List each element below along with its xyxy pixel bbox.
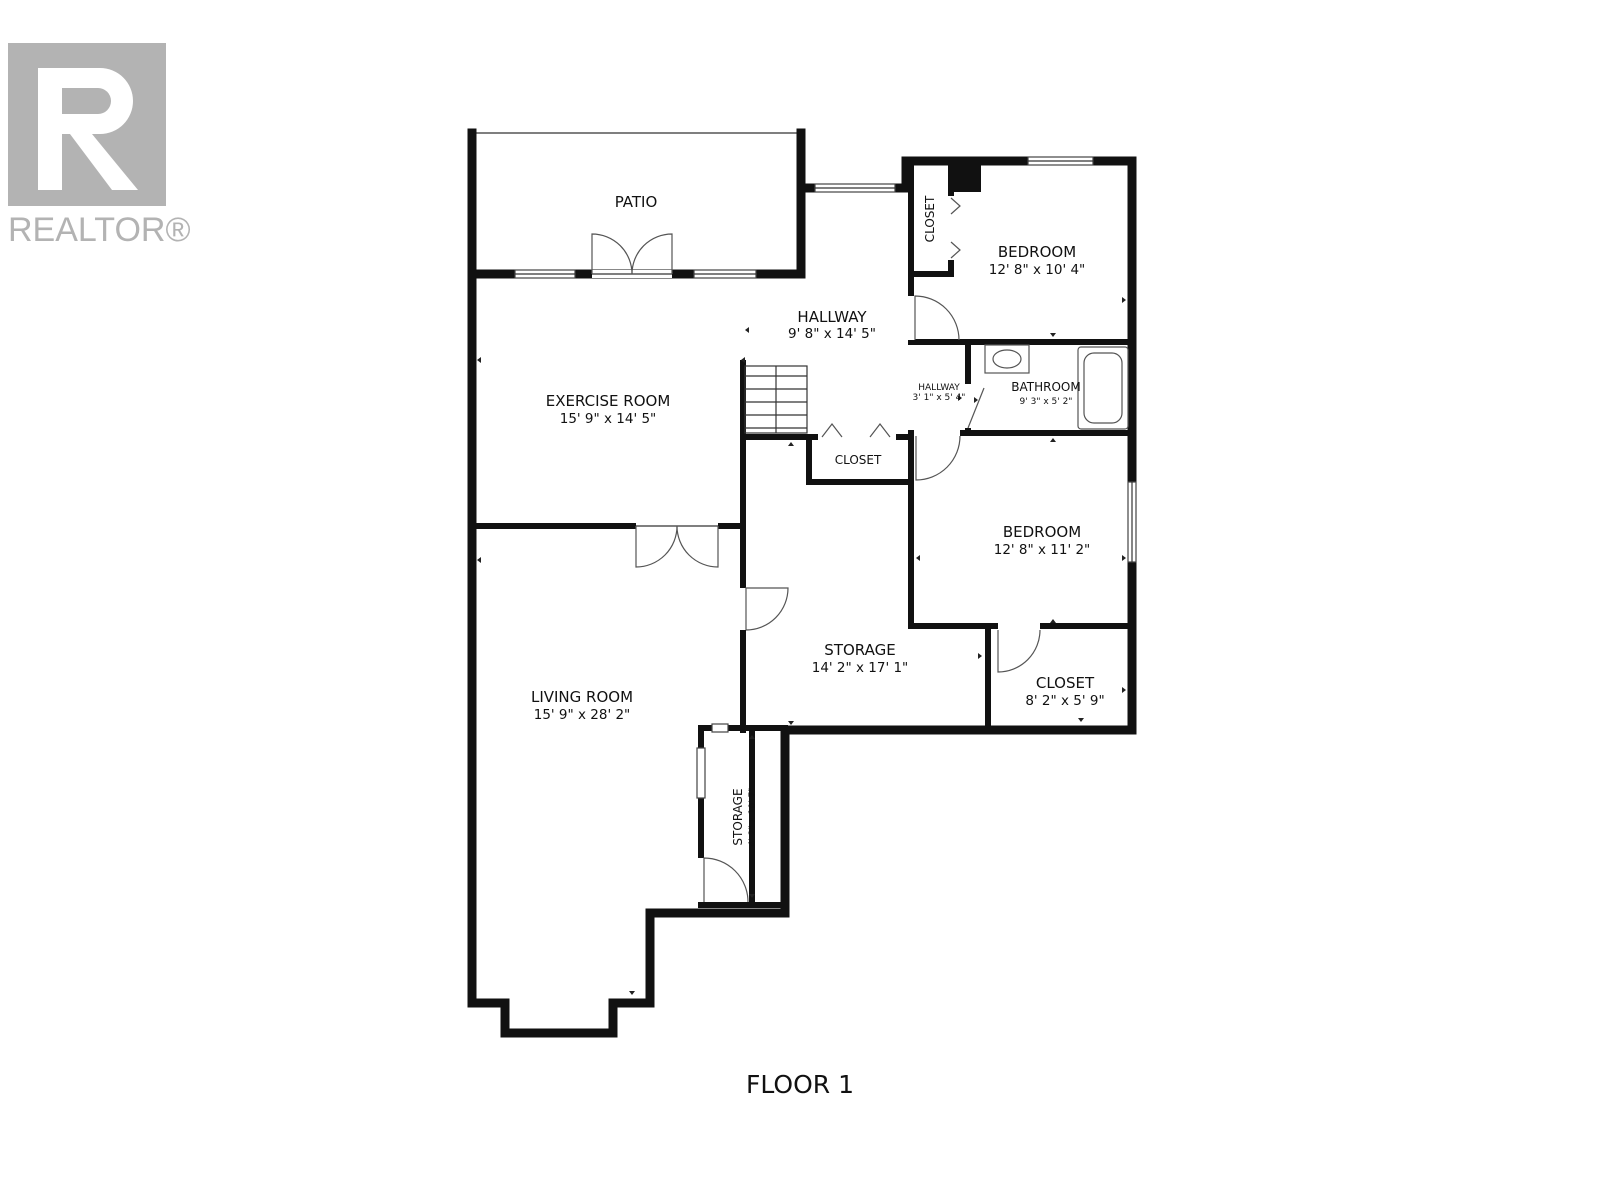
- closet-mid-label: CLOSET: [835, 453, 882, 467]
- storage-main-dims: 14' 2" x 17' 1": [812, 660, 909, 676]
- bedroom-mid-label: BEDROOM: [1003, 523, 1081, 541]
- sink-icon: [992, 349, 1022, 369]
- storage-main-label: STORAGE: [824, 641, 895, 659]
- bedroom-mid-dims: 12' 8" x 11' 2": [994, 542, 1091, 558]
- room-labels: PATIO HALLWAY 9' 8" x 14' 5" HALLWAY 3' …: [531, 193, 1105, 846]
- hallway-small-dims: 3' 1" x 5' 4": [913, 393, 966, 403]
- closet-top-label: CLOSET: [923, 195, 937, 242]
- door-bathroom: [964, 384, 985, 429]
- floor-label: FLOOR 1: [746, 1070, 854, 1099]
- storage-small-label: STORAGE: [731, 788, 745, 845]
- door-closet-mid-bifold: [818, 423, 896, 441]
- hallway-small-label: HALLWAY: [918, 383, 960, 393]
- exercise-room-dims: 15' 9" x 14' 5": [560, 411, 657, 427]
- realtor-logo-r-glyph: [38, 68, 138, 190]
- door-closet-top-bifold: [947, 196, 961, 260]
- exercise-room-label: EXERCISE ROOM: [546, 392, 671, 410]
- doors: [591, 196, 1041, 903]
- door-living-french: [635, 522, 719, 568]
- realtor-logo: REALTOR®: [8, 43, 191, 249]
- patio-label: PATIO: [615, 193, 658, 211]
- main-outer-wall: [467, 156, 1137, 1038]
- dimension-ticks: [477, 297, 1126, 995]
- realtor-logo-text: REALTOR®: [8, 211, 191, 249]
- door-bedroom-mid: [914, 429, 961, 481]
- bathroom-dims: 9' 3" x 5' 2": [1020, 397, 1073, 407]
- hallway-label: HALLWAY: [797, 308, 867, 326]
- window-storage-small-west: [696, 747, 706, 799]
- stairs: [744, 365, 808, 434]
- bathroom-label: BATHROOM: [1011, 380, 1080, 394]
- hallway-dims: 9' 8" x 14' 5": [788, 326, 876, 342]
- bedroom-top-dims: 12' 8" x 10' 4": [989, 262, 1086, 278]
- storage-small-dims: 4' 2" x 10' 7": [748, 788, 758, 847]
- door-bedroom-top: [907, 295, 960, 341]
- windows: [514, 156, 1137, 799]
- door-storage-small: [697, 857, 749, 903]
- closet-bottom-dims: 8' 2" x 5' 9": [1025, 693, 1104, 709]
- bedroom-top-label: BEDROOM: [998, 243, 1076, 261]
- window-storage-small-north: [711, 723, 729, 733]
- bathroom-fixtures: [984, 344, 1129, 430]
- living-room-label: LIVING ROOM: [531, 688, 633, 706]
- door-patio-french: [591, 233, 673, 278]
- chimney-block: [951, 165, 981, 192]
- closet-bottom-label: CLOSET: [1036, 674, 1095, 692]
- living-room-dims: 15' 9" x 28' 2": [534, 707, 631, 723]
- door-closet-bottom: [997, 622, 1041, 673]
- door-storage-main: [739, 587, 789, 631]
